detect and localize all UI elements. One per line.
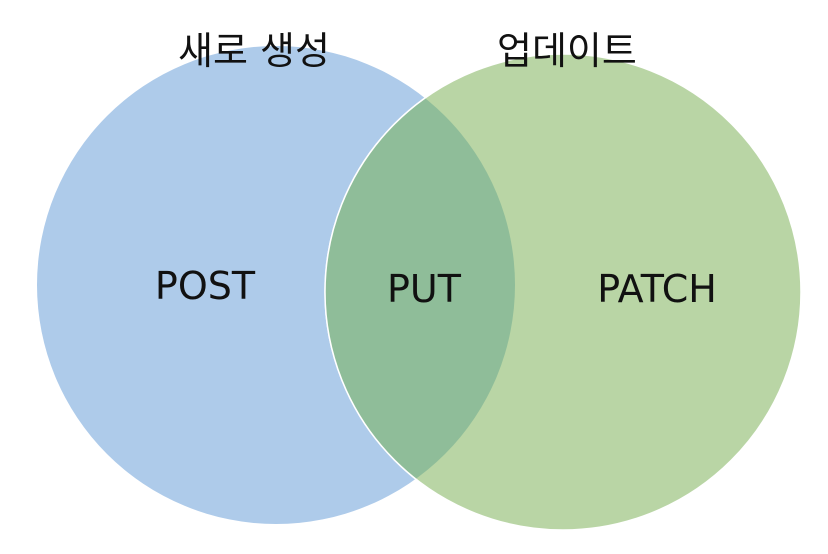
update-set-title: 업데이트 — [497, 29, 637, 73]
overlap-region — [324, 53, 515, 524]
patch-label: PATCH — [597, 267, 717, 311]
put-label: PUT — [387, 267, 462, 311]
create-set-title: 새로 생성 — [178, 29, 330, 73]
post-label: POST — [155, 264, 256, 308]
